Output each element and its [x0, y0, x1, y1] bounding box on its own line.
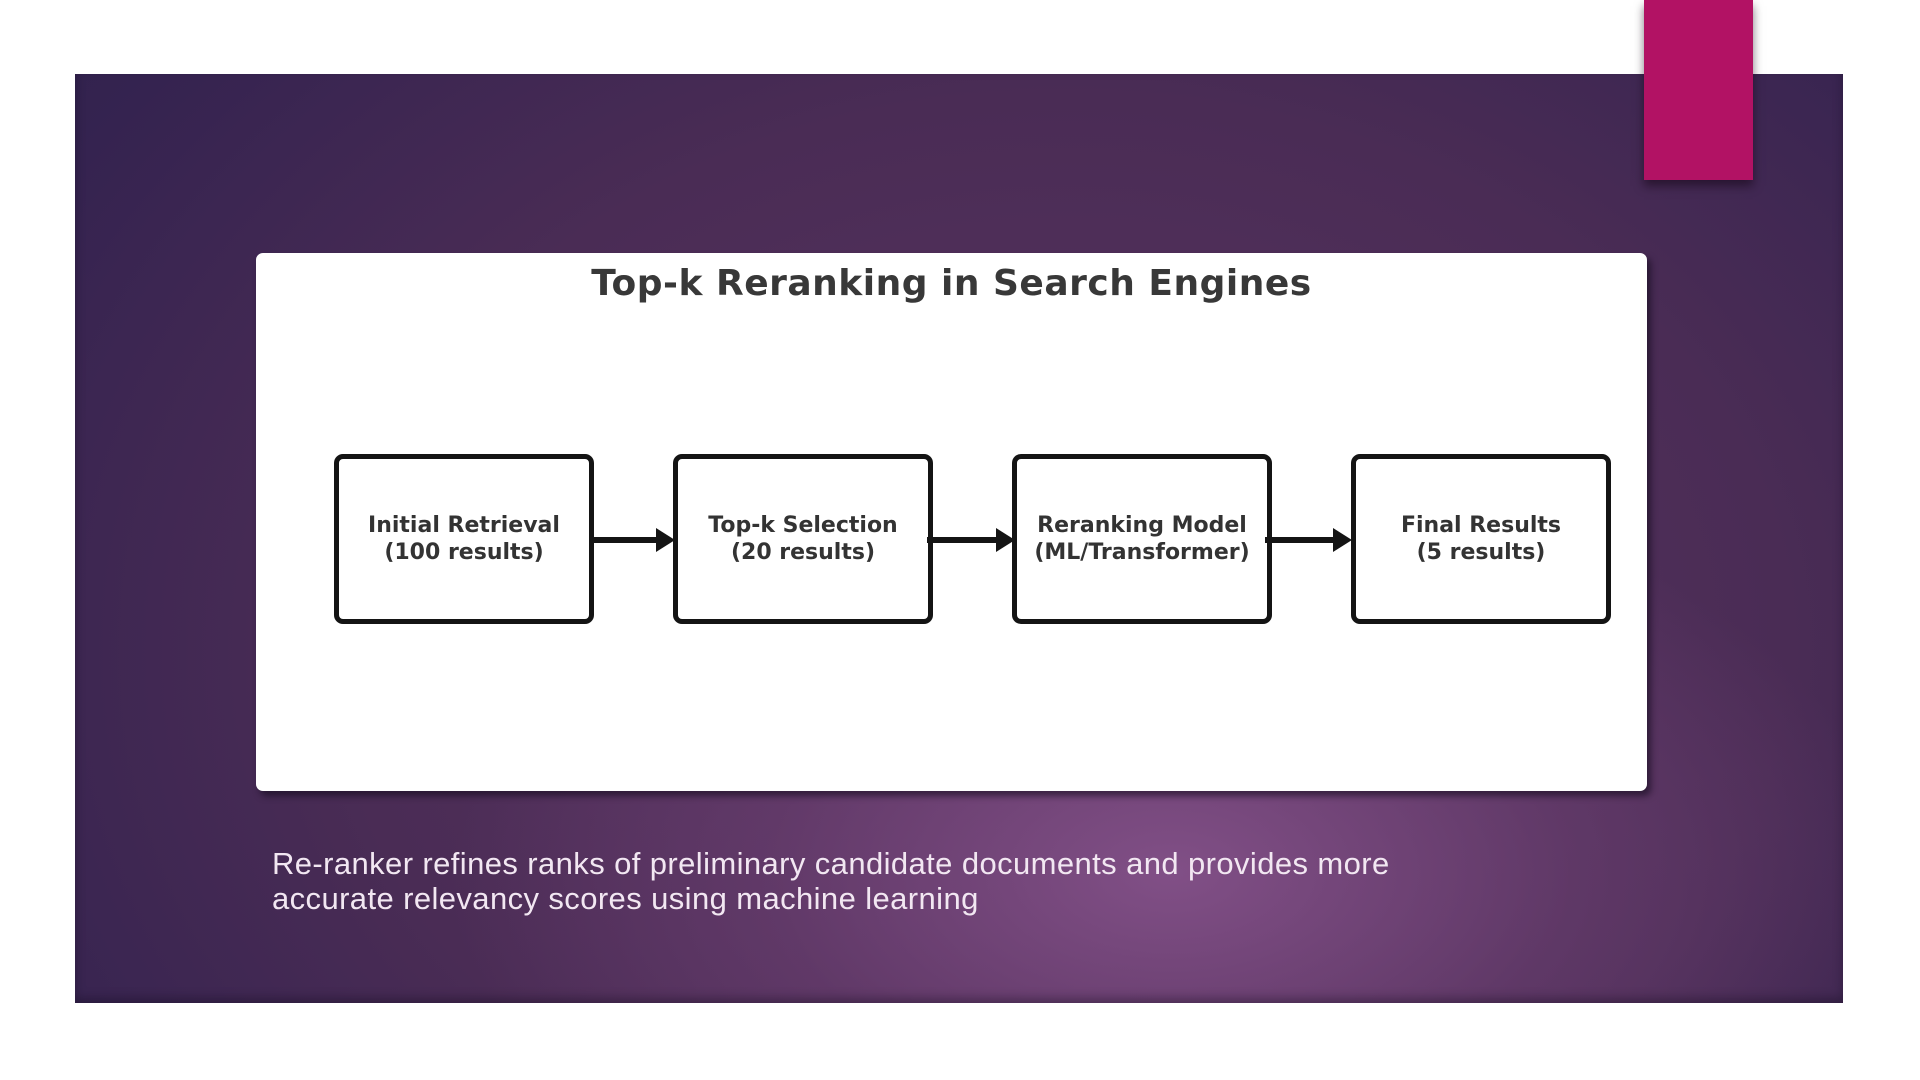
- flow-box-label-line2: (20 results): [730, 540, 876, 565]
- flow-box-label-line1: Reranking Model: [1037, 513, 1247, 538]
- flow-box-final-results: Final Results (5 results): [1351, 454, 1611, 624]
- arrow-head-icon: [996, 528, 1015, 552]
- flow-box-label-line2: (ML/Transformer): [1034, 540, 1250, 565]
- diagram-title: Top-k Reranking in Search Engines: [591, 263, 1312, 304]
- flow-box-label-line1: Initial Retrieval: [368, 513, 560, 538]
- flow-box-label-line1: Top-k Selection: [708, 513, 898, 538]
- slide-caption: Re-ranker refines ranks of preliminary c…: [272, 846, 1652, 916]
- flow-box-label-line2: (5 results): [1416, 540, 1546, 565]
- flow-box-topk-selection: Top-k Selection (20 results): [673, 454, 933, 624]
- flow-arrow-2: [927, 528, 1015, 552]
- flow-arrow-1: [591, 528, 675, 552]
- flow-arrow-3: [1265, 528, 1352, 552]
- arrow-shaft: [591, 537, 660, 543]
- accent-ribbon: [1644, 0, 1753, 180]
- caption-line-2: accurate relevancy scores using machine …: [272, 881, 979, 916]
- caption-line-1: Re-ranker refines ranks of preliminary c…: [272, 846, 1390, 881]
- flow-box-reranking-model: Reranking Model (ML/Transformer): [1012, 454, 1272, 624]
- arrow-shaft: [927, 537, 1000, 543]
- flow-box-label-line2: (100 results): [384, 540, 544, 565]
- arrow-shaft: [1265, 537, 1337, 543]
- arrow-head-icon: [656, 528, 675, 552]
- flow-box-label-line1: Final Results: [1400, 513, 1562, 538]
- slide-canvas: Top-k Reranking in Search Engines Initia…: [75, 74, 1843, 1003]
- arrow-head-icon: [1333, 528, 1352, 552]
- flow-box-initial-retrieval: Initial Retrieval (100 results): [334, 454, 594, 624]
